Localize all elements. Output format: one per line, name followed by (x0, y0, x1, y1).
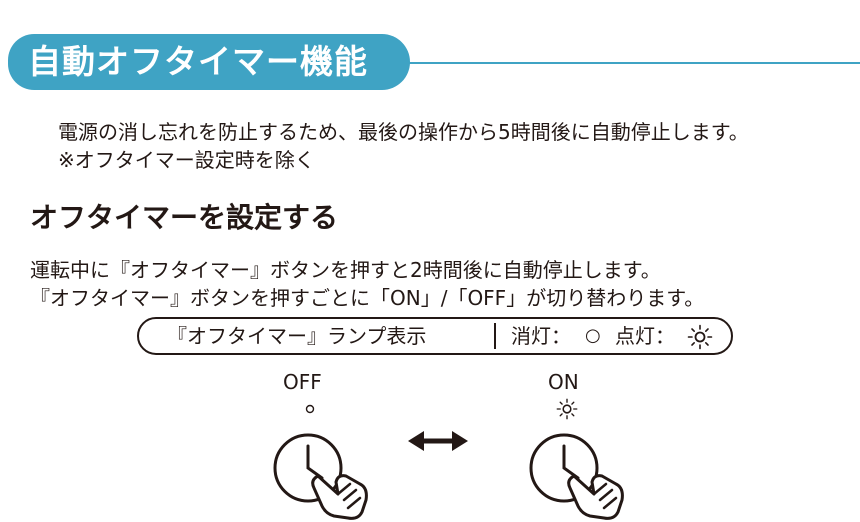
section-title: 自動オフタイマー機能 (8, 34, 410, 90)
lamp-off-label: 消灯： (511, 324, 571, 348)
description-text: 運転中に『オフタイマー』ボタンを押すと2時間後に自動停止します。 『オフタイマー… (30, 256, 704, 312)
description-line-2: 『オフタイマー』ボタンを押すごとに「ON」/「OFF」が切り替わります。 (30, 286, 705, 310)
toggle-arrow-icon (408, 431, 468, 451)
state-off-label: OFF (283, 370, 322, 394)
state-on-label: ON (548, 370, 579, 394)
lit-lamp-icon (556, 398, 578, 420)
timer-button-press-icon (273, 433, 368, 520)
lamp-legend-label: 『オフタイマー』ランプ表示 (167, 324, 427, 348)
unlit-lamp-icon: ○ (585, 325, 601, 346)
lamp-on-label: 点灯： (615, 324, 675, 348)
sub-heading: オフタイマーを設定する (30, 201, 339, 234)
legend-divider (494, 323, 496, 349)
section-header: 自動オフタイマー機能 (0, 34, 860, 90)
header-rule (400, 62, 860, 64)
intro-line-1: 電源の消し忘れを防止するため、最後の操作から5時間後に自動停止します。 (58, 120, 749, 144)
lit-lamp-icon (687, 324, 713, 350)
intro-text: 電源の消し忘れを防止するため、最後の操作から5時間後に自動停止します。 ※オフタ… (58, 118, 749, 174)
unlit-lamp-icon (305, 404, 315, 414)
timer-button-press-icon (529, 433, 624, 520)
lamp-indicator-legend: 『オフタイマー』ランプ表示 消灯： ○ 点灯： (137, 317, 733, 355)
intro-note: ※オフタイマー設定時を除く (58, 148, 315, 172)
description-line-1: 運転中に『オフタイマー』ボタンを押すと2時間後に自動停止します。 (30, 258, 661, 282)
